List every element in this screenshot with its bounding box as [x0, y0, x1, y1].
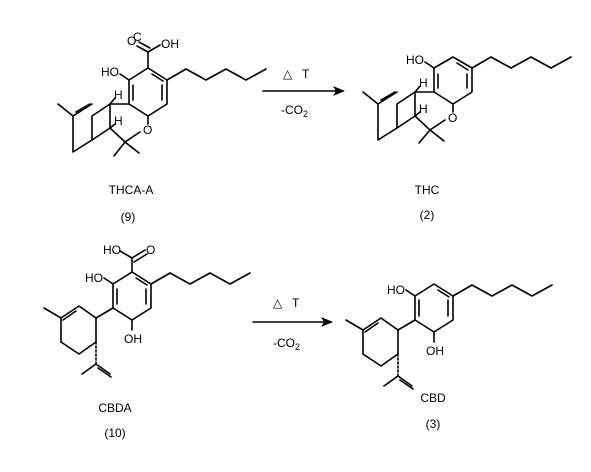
cbd-alkene-double	[364, 322, 379, 333]
thc-hydroxy-bond	[424, 61, 435, 69]
cbd-hydroxy1-label: HO	[387, 283, 405, 297]
cbda-isopropenyl-double	[97, 367, 112, 378]
thc-h1-label: H	[419, 76, 428, 90]
heat-symbol-2: △	[273, 296, 283, 310]
thc-h2-wedge	[414, 111, 421, 117]
cbda-acid-ho-label: HO	[103, 243, 121, 257]
cbd-ring-link	[397, 319, 416, 331]
thca-hydroxy-label: HO	[101, 65, 119, 79]
cbd-isopropenyl-ch2	[397, 375, 413, 387]
thca-me-2	[124, 141, 140, 154]
cbd-name: CBD	[420, 391, 446, 405]
cbda-ring-double-1	[135, 277, 148, 286]
decarboxylation-label-2: -CO2	[273, 336, 300, 352]
thca-c6a-c8	[91, 127, 111, 141]
thc-number: (2)	[420, 208, 435, 222]
heat-label-1: T	[302, 67, 310, 81]
thc-c6a-c8	[396, 115, 416, 129]
thc-hydroxy-label: HO	[406, 53, 424, 67]
cbda-acid-co-2	[133, 253, 148, 263]
arrow-head-1	[333, 86, 345, 96]
cbda-isopropenyl-me	[81, 363, 97, 375]
cbda-hydroxy1-label: HO	[85, 271, 103, 285]
cbda-name: CBDA	[98, 401, 131, 415]
cbd-hydroxy2-label: OH	[426, 344, 444, 358]
thca-hydroxy-bond	[119, 73, 130, 81]
thca-h2-label: H	[114, 114, 123, 128]
thc-pentyl-chain	[471, 56, 572, 69]
thca-alkene-double	[75, 103, 91, 113]
cbda-cyclohexene	[60, 305, 97, 355]
arrow-head-2	[321, 317, 333, 327]
thca-acid-co-1	[136, 45, 149, 53]
thca-acid-carbon-label: C	[133, 30, 142, 44]
thca-acid-oh-label: OH	[161, 37, 179, 51]
cbd-isopropenyl-double	[399, 379, 414, 390]
thca-acid-oxygen-label: O	[127, 34, 136, 48]
thc-me-2	[429, 129, 445, 142]
thc-o-cme2-bond	[429, 119, 446, 131]
thc-ring-double-1	[456, 62, 469, 71]
thca-o-cme2-bond	[124, 131, 141, 143]
thca-h1-wedge	[109, 97, 116, 105]
thca-h2-wedge	[109, 123, 116, 129]
thca-c6a-c7	[109, 127, 126, 143]
thca-h1-label: H	[114, 88, 123, 102]
thca-a-number: (9)	[121, 210, 136, 224]
cbda-number: (10)	[104, 426, 125, 440]
thc-methyl	[362, 91, 379, 105]
thc-ring-oxygen-label: O	[448, 111, 457, 125]
reaction-arrow-1: △ T -CO2	[262, 67, 345, 119]
thca-a-name: THCA-A	[109, 183, 154, 197]
cbd-structure: HO OH	[345, 283, 553, 390]
thc-name: THC	[415, 183, 440, 197]
thca-acid-co-2	[138, 41, 151, 49]
thca-ring-double-1	[151, 73, 164, 82]
cbda-structure: HO O HO OH	[43, 243, 251, 378]
cbd-pentyl-chain	[452, 284, 553, 297]
cbda-acid-oh-bond	[119, 250, 133, 259]
thca-acid-oh-bond	[147, 44, 161, 53]
cbd-methyl	[345, 319, 364, 331]
thc-me-1	[418, 129, 431, 144]
cbd-cyclohexene	[362, 317, 399, 367]
reaction-arrow-2: △ T -CO2	[252, 296, 333, 352]
cbda-acid-co-1	[131, 249, 146, 259]
thca-pentyl-chain	[166, 68, 267, 81]
thc-structure: HO H H O	[362, 53, 572, 144]
thca-ring-oxygen-label: O	[143, 123, 152, 137]
cbda-hydroxy1-bond	[103, 277, 114, 285]
heat-symbol-1: △	[283, 67, 293, 81]
cbda-acid-oxygen-label: O	[146, 243, 155, 257]
thca-a-structure: C O OH HO H H O	[57, 30, 267, 157]
cbd-ring-double-1	[437, 289, 450, 298]
cbda-pentyl-chain	[150, 272, 251, 285]
thc-h1-wedge	[414, 85, 421, 93]
cbda-methyl	[43, 307, 62, 319]
cbda-isopropenyl-ch2	[95, 363, 111, 375]
cbda-alkene-double	[62, 310, 77, 321]
thc-h2-label: H	[419, 102, 428, 116]
thca-cyclohexene	[72, 103, 111, 153]
decarboxylation-label-1: -CO2	[281, 103, 308, 119]
thca-me-1	[113, 141, 126, 157]
cbda-ring-link	[95, 307, 114, 319]
thc-cyclohexene	[377, 91, 416, 141]
thc-c6a-c7	[414, 115, 431, 131]
cbd-number: (3)	[426, 417, 441, 431]
cbd-isopropenyl-me	[383, 375, 399, 387]
cbd-hydroxy1-bond	[405, 289, 416, 297]
thc-alkene-double	[380, 91, 396, 101]
cbda-hydroxy2-label: OH	[124, 332, 142, 346]
thca-methyl	[57, 103, 74, 117]
heat-label-2: T	[292, 296, 300, 310]
